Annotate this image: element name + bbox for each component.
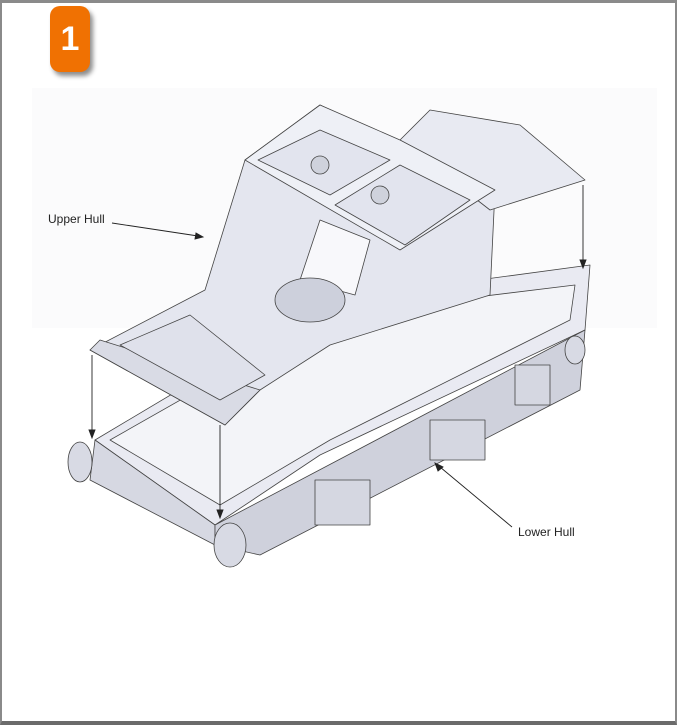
- lower-hull: [67, 264, 591, 568]
- upper-hull-label: Upper Hull: [48, 212, 105, 226]
- upper-hull: [89, 104, 586, 426]
- lower-hull-label: Lower Hull: [518, 525, 575, 539]
- assembly-arrows: [88, 185, 587, 528]
- step-number-badge: 1: [50, 6, 90, 72]
